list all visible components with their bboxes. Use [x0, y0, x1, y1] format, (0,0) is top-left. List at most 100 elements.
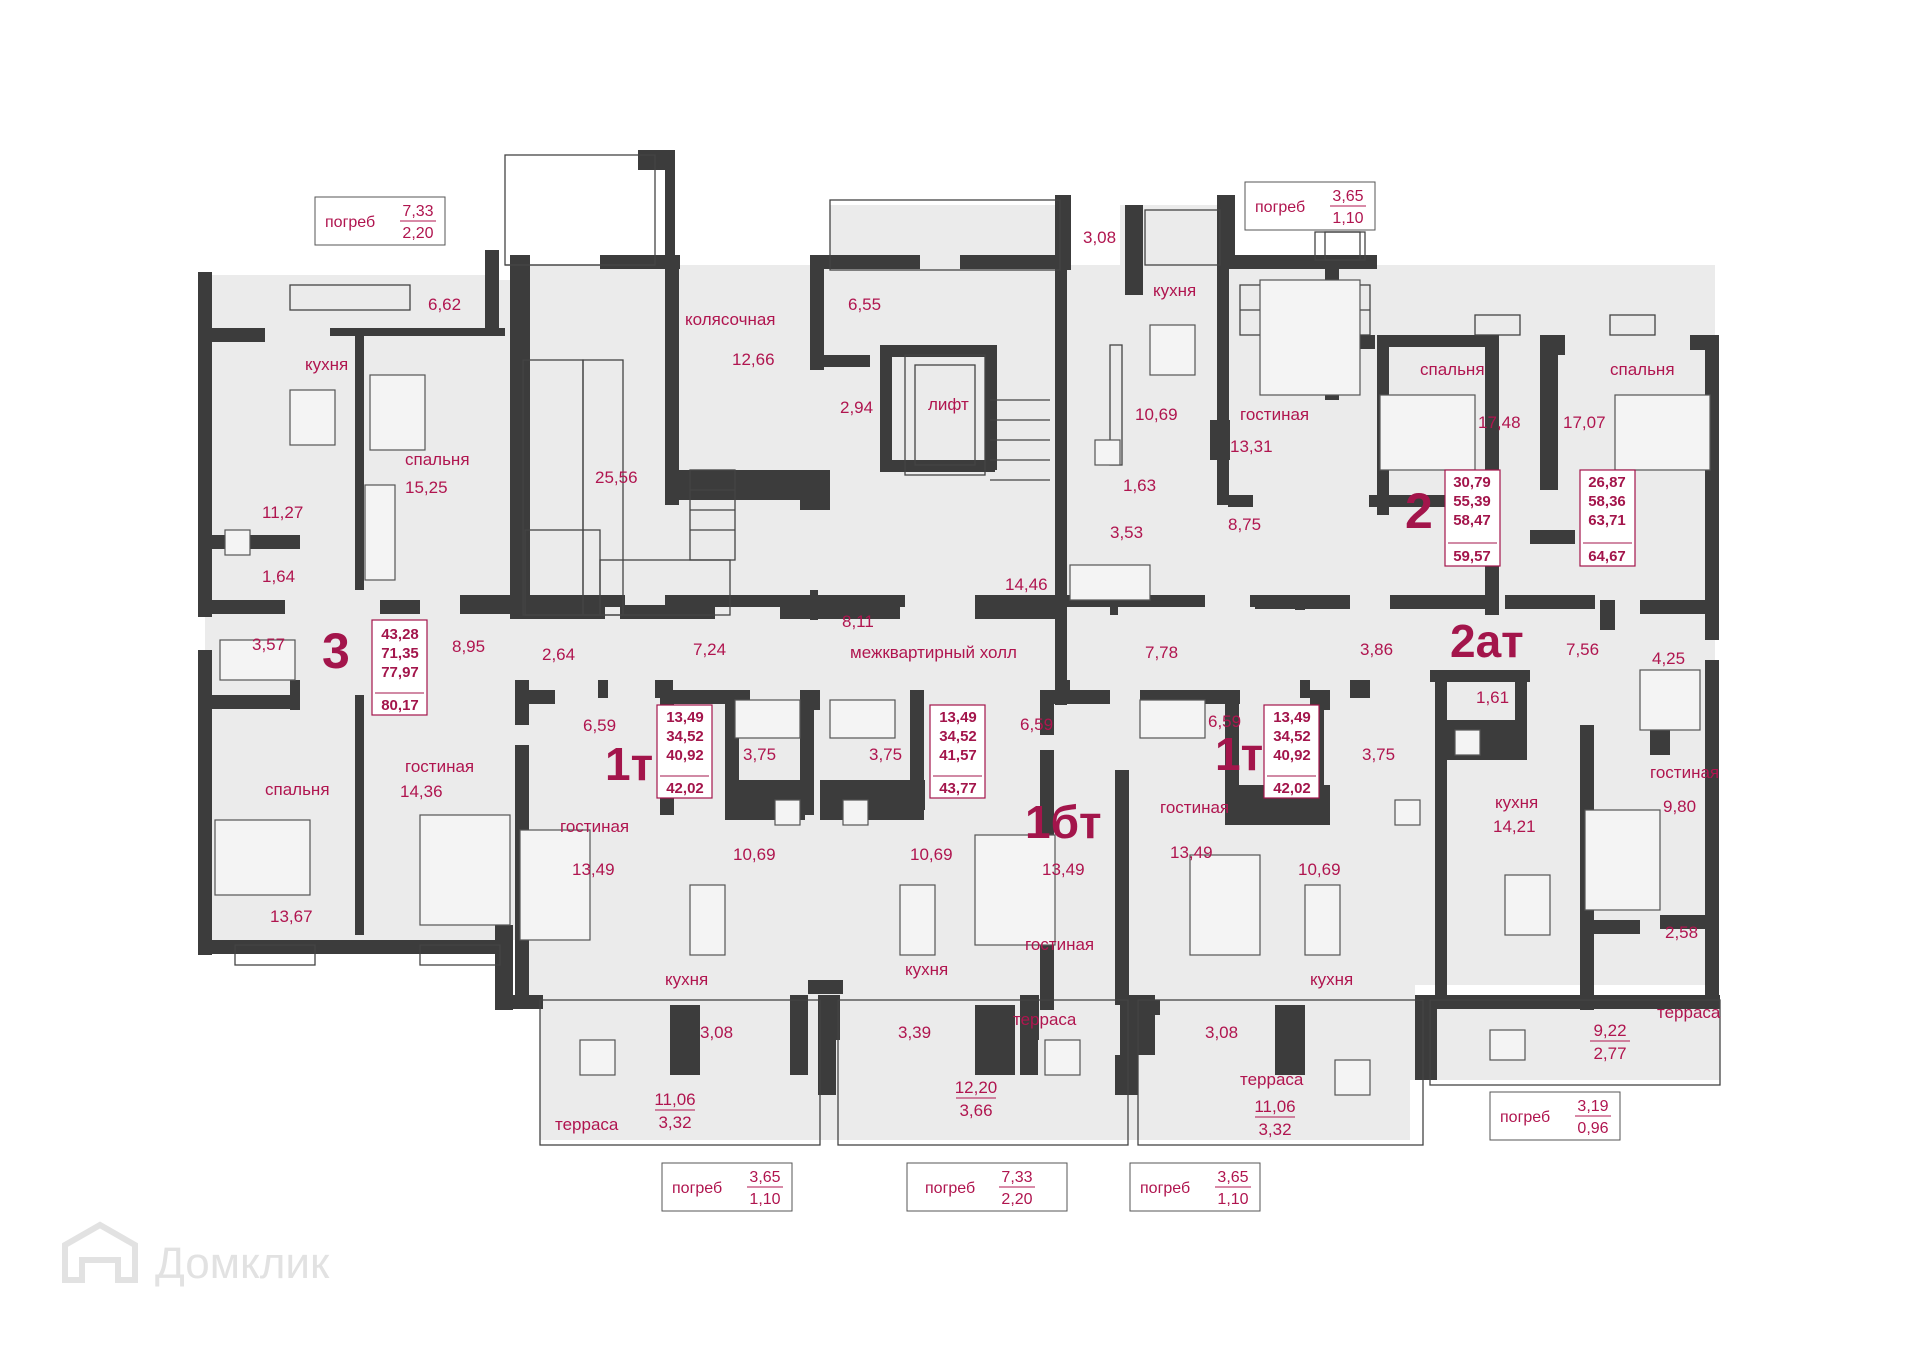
area-box-1t-right-l3: 40,92: [1273, 747, 1311, 764]
area-308a: 3,08: [700, 1023, 733, 1042]
cellar-bottom-3-num: 3,65: [1217, 1169, 1248, 1186]
area-box-1bt-l1: 13,49: [939, 709, 977, 726]
watermark-text: Домклик: [155, 1239, 330, 1288]
label-living-1t-left: гостиная: [560, 817, 629, 836]
cellar-bottom-3-label: погреб: [1140, 1180, 1190, 1197]
area-1748: 17,48: [1478, 413, 1521, 432]
area-box-1t-left-l3: 40,92: [666, 747, 704, 764]
cellar-top-left: погреб 7,33 2,20: [314, 196, 446, 246]
label-stroller: колясочная: [685, 310, 776, 329]
area-box-1bt-l4: 43,77: [939, 780, 977, 797]
area-1069b: 10,69: [910, 845, 953, 864]
area-724: 7,24: [693, 640, 726, 659]
cellar-top-left-den: 2,20: [402, 225, 433, 242]
area-box-1t-left-l2: 34,52: [666, 728, 704, 745]
area-1266: 12,66: [732, 350, 775, 369]
label-bedroom-2: спальня: [1420, 360, 1485, 379]
area-339: 3,39: [898, 1023, 931, 1042]
apt-type-1bt: 1бт: [1025, 796, 1102, 848]
terrace-2-den: 3,66: [959, 1101, 992, 1120]
area-264: 2,64: [542, 645, 575, 664]
area-1069c: 10,69: [1298, 860, 1341, 879]
label-hall: межквартирный холл: [850, 643, 1017, 662]
area-1331: 13,31: [1230, 437, 1273, 456]
area-box-2at-l3: 63,71: [1588, 512, 1626, 529]
area-659c: 6,59: [1208, 712, 1241, 731]
cellar-bottom-right-label: погреб: [1500, 1109, 1550, 1126]
label-kitchen-3: кухня: [305, 355, 348, 374]
area-308-top: 3,08: [1083, 228, 1116, 247]
label-living-2: гостиная: [1240, 405, 1309, 424]
label-kitchen-1bt: кухня: [905, 960, 948, 979]
cellar-top-right: погреб 3,65 1,10: [1244, 181, 1376, 231]
area-box-3-l1: 43,28: [381, 626, 419, 643]
area-box-2-l4: 59,57: [1453, 548, 1491, 565]
area-811: 8,11: [842, 612, 874, 631]
area-1446: 14,46: [1005, 575, 1048, 594]
cellar-bottom-2: погреб 7,33 2,20: [906, 1162, 1068, 1212]
terrace-4-num: 9,22: [1593, 1021, 1626, 1040]
cellar-bottom-right-den: 0,96: [1577, 1120, 1608, 1137]
area-2556: 25,56: [595, 468, 638, 487]
area-375b: 3,75: [869, 745, 902, 764]
label-bedroom-2at: спальня: [1610, 360, 1675, 379]
area-box-1bt: 13,49 34,52 41,57 43,77: [929, 704, 986, 799]
area-box-1t-right-l4: 42,02: [1273, 780, 1311, 797]
area-1127: 11,27: [262, 503, 303, 522]
cellar-bottom-right: погреб 3,19 0,96: [1489, 1091, 1621, 1141]
area-box-1t-right: 13,49 34,52 40,92 42,02: [1263, 704, 1320, 799]
label-terrace-3: терраса: [1240, 1070, 1304, 1089]
terrace-3-den: 3,32: [1258, 1120, 1291, 1139]
area-box-1t-right-l1: 13,49: [1273, 709, 1311, 726]
apartment-type-labels: 3 1т 1бт 1т 2 2ат: [322, 483, 1524, 848]
area-1525: 15,25: [405, 478, 448, 497]
apt-type-2: 2: [1405, 483, 1433, 539]
terrace-1-num: 11,06: [654, 1090, 695, 1109]
label-living-1bt: гостиная: [1025, 935, 1094, 954]
area-357: 3,57: [252, 635, 285, 654]
label-bedroom-3a: спальня: [405, 450, 470, 469]
area-778: 7,78: [1145, 643, 1178, 662]
area-box-2: 30,79 55,39 58,47 59,57: [1444, 469, 1501, 567]
label-lift: лифт: [928, 395, 969, 414]
apt-type-1t-left: 1т: [605, 738, 653, 790]
label-terrace-2: терраса: [1013, 1010, 1077, 1029]
area-375c: 3,75: [1362, 745, 1395, 764]
area-box-2-l1: 30,79: [1453, 474, 1491, 491]
area-756: 7,56: [1566, 640, 1599, 659]
area-box-2-l2: 55,39: [1453, 493, 1491, 510]
area-655: 6,55: [848, 295, 881, 314]
label-kitchen-1t-right: кухня: [1310, 970, 1353, 989]
area-308c: 3,08: [1205, 1023, 1238, 1042]
label-living-2at: гостиная: [1650, 763, 1719, 782]
area-box-1t-left-l1: 13,49: [666, 709, 704, 726]
cellar-bottom-3-den: 1,10: [1217, 1191, 1248, 1208]
cellar-bottom-2-num: 7,33: [1001, 1169, 1032, 1186]
label-terrace-4: терраса: [1657, 1003, 1721, 1022]
terrace-3-num: 11,06: [1254, 1097, 1295, 1116]
cellar-top-right-label: погреб: [1255, 199, 1305, 216]
area-box-1bt-l2: 34,52: [939, 728, 977, 745]
area-980: 9,80: [1663, 797, 1696, 816]
cellar-top-left-num: 7,33: [402, 203, 433, 220]
area-box-3-l4: 80,17: [381, 697, 419, 714]
area-1349b: 13,49: [1042, 860, 1085, 879]
area-375a: 3,75: [743, 745, 776, 764]
area-box-3-l3: 77,97: [381, 664, 419, 681]
furniture: [214, 279, 1711, 1096]
watermark: Домклик: [62, 1221, 330, 1288]
area-258: 2,58: [1665, 923, 1698, 942]
area-1421: 14,21: [1493, 817, 1536, 836]
cellar-top-right-num: 3,65: [1332, 188, 1363, 205]
label-living-1t-right: гостиная: [1160, 798, 1229, 817]
area-1349c: 13,49: [1170, 843, 1213, 862]
area-1069a: 10,69: [733, 845, 776, 864]
cellar-bottom-1-num: 3,65: [749, 1169, 780, 1186]
area-1069-top: 10,69: [1135, 405, 1178, 424]
label-bedroom-3b: спальня: [265, 780, 330, 799]
cellar-bottom-1-label: погреб: [672, 1180, 722, 1197]
label-living-3: гостиная: [405, 757, 474, 776]
apt-type-3: 3: [322, 623, 350, 679]
apt-type-1t-right: 1т: [1215, 728, 1263, 780]
